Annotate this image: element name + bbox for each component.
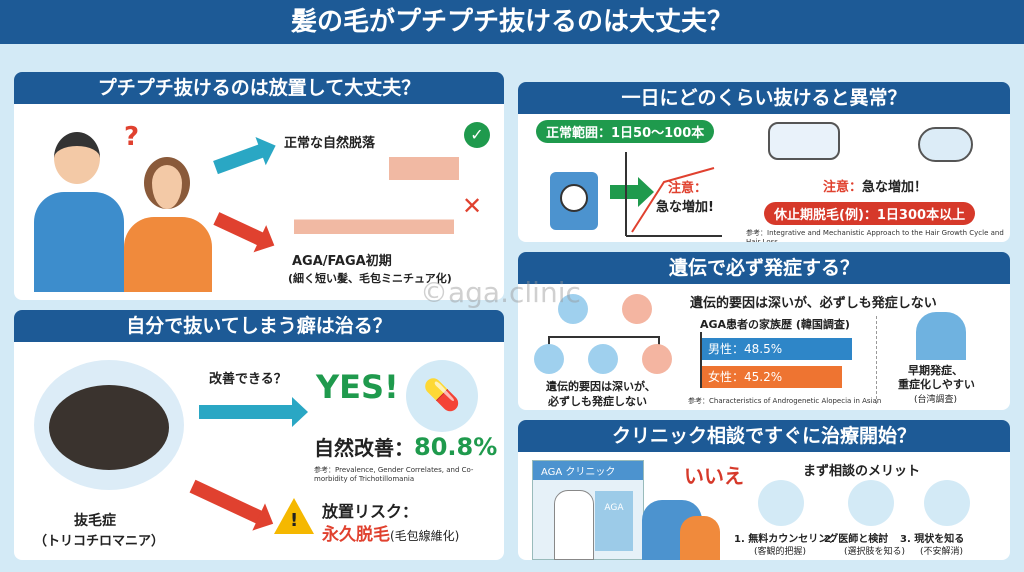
warning-icon [274, 498, 314, 534]
merit-icon [758, 480, 804, 526]
clinic-door: AGA [595, 491, 633, 551]
panel-header: クリニック相談ですぐに治療開始？ [518, 420, 1010, 452]
merit-title: まず相談のメリット [803, 464, 921, 479]
clinic-sign: AGA クリニック [533, 461, 643, 480]
risk-value: 永久脱毛 [322, 525, 390, 545]
ref-label: 参考： [746, 229, 767, 237]
caution2-text: 急な増加！ [862, 180, 928, 195]
couple-illustration: ? [24, 122, 224, 292]
check-icon: ✓ [464, 122, 490, 148]
panel-genetics: 遺伝で必ず発症する？ 遺伝的要因は深いが、 必ずしも発症しない 遺伝的要因は深い… [518, 252, 1010, 410]
question-mark-icon: ? [124, 122, 140, 152]
ref-label: 参考： [688, 397, 709, 405]
cross-icon: ✕ [462, 192, 483, 220]
increase-graph [625, 152, 722, 237]
caution1-text: 急な増加! [656, 200, 714, 215]
panel-header: 遺伝で必ず発症する？ [518, 252, 1010, 284]
warning-mark: ! [290, 510, 299, 531]
early-onset-2: 重症化しやすい [898, 378, 975, 391]
doctor-illustration [554, 490, 594, 560]
merit-icon [924, 480, 970, 526]
bar-male: 男性：48.5% [702, 338, 852, 360]
telogen-badge: 休止期脱毛(例)：1日300本以上 [764, 202, 976, 225]
aga-label: AGA/FAGA初期 [292, 254, 392, 269]
reference: 参考：Characteristics of Androgenetic Alope… [688, 396, 881, 406]
risk-value-line: 永久脱毛(毛包線維化) [322, 520, 459, 545]
merit-label: 3. 現状を知る [900, 534, 965, 545]
merit-sub: (選択肢を知る) [844, 547, 906, 557]
healthy-hair-icon [389, 122, 459, 180]
foam-icon [918, 127, 973, 162]
thin-hair-icon [294, 202, 454, 234]
merit-sub: (不安解消) [920, 547, 964, 557]
panel-clinic: クリニック相談ですぐに治療開始？ AGA クリニック AGA いいえ まず相談の… [518, 420, 1010, 560]
risk-sub: (毛包線維化) [390, 529, 460, 543]
divider [876, 316, 877, 404]
panel-header: 一日にどのくらい抜けると異常？ [518, 82, 1010, 114]
improve-label: 自然改善： [314, 436, 414, 460]
chart-title: AGA患者の家族歴 (韓国調査) [700, 318, 850, 331]
down-arrow-icon [189, 479, 264, 525]
genetics-headline: 遺伝的要因は深いが、必ずしも発症しない [690, 296, 937, 311]
answer-no: いいえ [684, 464, 744, 488]
medicine-icon: 💊 [406, 360, 478, 432]
question-label: 改善できる？ [209, 372, 287, 387]
condition-sub: （トリコチロマニア） [34, 534, 165, 549]
ref-text: Integrative and Mechanistic Approach to … [746, 229, 1004, 242]
improve-stat: 自然改善：80.8% [314, 432, 497, 461]
tree-caption-1: 遺伝的要因は深いが、 [546, 380, 656, 393]
panel-trichotillomania: 自分で抜いてしまう癖は治る？ 抜毛症 （トリコチロマニア） 改善できる？ YES… [14, 310, 504, 560]
ref-text: Characteristics of Androgenetic Alopecia… [709, 397, 882, 405]
condition-label: 抜毛症 [74, 513, 116, 529]
ref-text: Prevalence, Gender Correlates, and Co-mo… [314, 466, 474, 483]
caution2: 注意：急な増加！ [823, 176, 927, 195]
pillow-icon [768, 122, 840, 160]
merit-label: 1. 無料カウンセリング [734, 534, 839, 545]
panel-leave-it: プチプチ抜けるのは放置して大丈夫？ ? 正常な自然脱落 ✓ ✕ AGA/FAGA… [14, 72, 504, 300]
tree-caption-2: 必ずしも発症しない [548, 395, 647, 408]
early-onset-1: 早期発症、 [908, 364, 963, 377]
normal-range-badge: 正常範囲：1日50〜100本 [536, 120, 715, 143]
caution2-label: 注意： [823, 180, 863, 195]
chart-axis [700, 332, 702, 388]
merit-sub: (客観的把握) [754, 547, 807, 557]
reference: 参考：Prevalence, Gender Correlates, and Co… [314, 465, 504, 483]
merit-icon [848, 480, 894, 526]
right-arrow-icon [199, 397, 308, 427]
improve-value: 80.8% [414, 433, 498, 461]
bar-female: 女性：45.2% [702, 366, 842, 388]
risk-label: 放置リスク： [322, 502, 419, 521]
panel-header: 自分で抜いてしまう癖は治る？ [14, 310, 504, 342]
page-title: 髪の毛がプチプチ抜けるのは大丈夫？ [0, 0, 1024, 44]
panel-daily-loss: 一日にどのくらい抜けると異常？ 正常範囲：1日50〜100本 注意： 急な増加!… [518, 82, 1010, 242]
merit-label: 2. 医師と検討 [824, 534, 889, 545]
early-onset-source: (台湾調査) [914, 395, 958, 405]
normal-label: 正常な自然脱落 [284, 136, 376, 151]
aga-sub: (細く短い髪、毛包ミニチュア化) [288, 272, 452, 285]
patient-icon [916, 312, 966, 360]
caution1-label: 注意： [668, 181, 708, 196]
yes-label: YES! [316, 368, 399, 406]
reference: 参考：Integrative and Mechanistic Approach … [746, 228, 1010, 242]
ref-label: 参考： [314, 466, 335, 474]
panel-header: プチプチ抜けるのは放置して大丈夫？ [14, 72, 504, 104]
